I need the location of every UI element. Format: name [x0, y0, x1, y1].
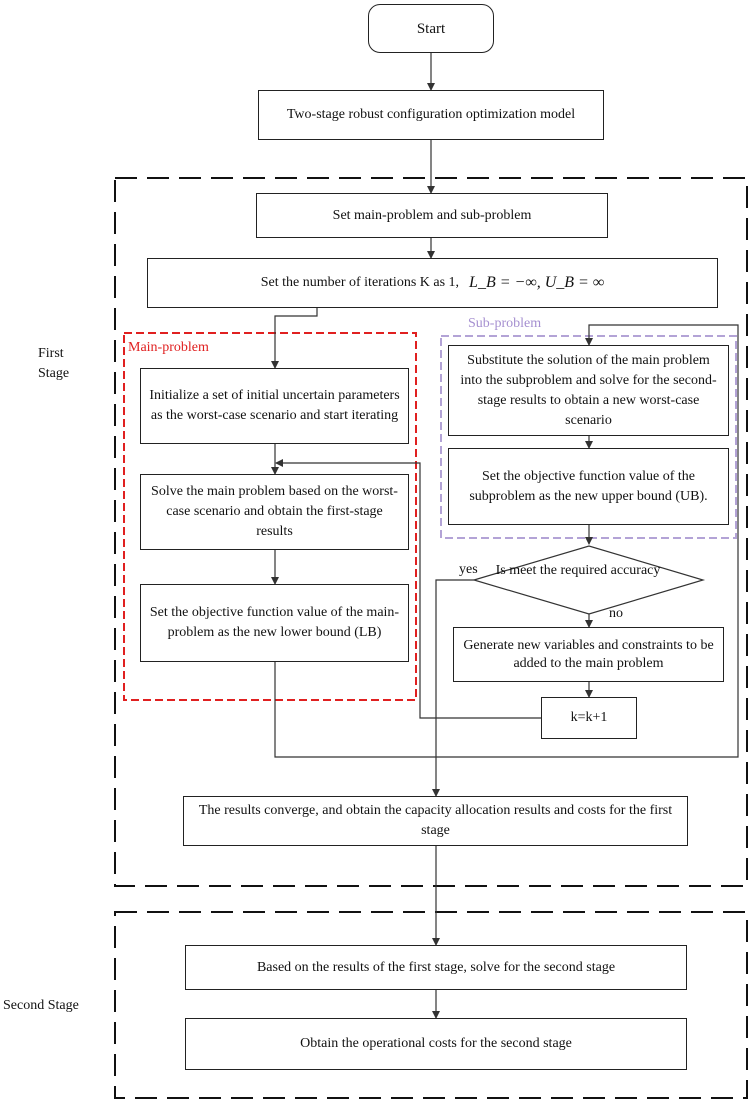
- start-node: Start: [368, 4, 494, 53]
- set-main-sub-node: Set main-problem and sub-problem: [256, 193, 608, 238]
- sub-problem-group-label: Sub-problem: [468, 316, 542, 331]
- first-stage-frame: [114, 177, 748, 887]
- bounds-math: L_B = −∞, U_B = ∞: [469, 274, 605, 291]
- decision-node: Is meet the required accuracy: [495, 563, 661, 578]
- upper-bound-node: Set the objective function value of the …: [448, 448, 729, 525]
- main-problem-group-frame: [123, 332, 417, 701]
- first-stage-label-text: First Stage: [38, 346, 70, 381]
- lower-bound-node: Set the objective function value of the …: [140, 584, 409, 662]
- edge-decision-yes: [432, 579, 474, 797]
- converge-node: The results converge, and obtain the cap…: [183, 796, 688, 846]
- second-stage-label-text: Second Stage: [3, 998, 79, 1013]
- increment-node: k=k+1: [541, 697, 637, 739]
- solve-main-node: Solve the main problem based on the wors…: [140, 474, 409, 550]
- main-problem-group-label: Main-problem: [128, 340, 209, 355]
- second-solve-node: Based on the results of the first stage,…: [185, 945, 687, 990]
- initialize-node: Initialize a set of initial uncertain pa…: [140, 368, 409, 444]
- decision-diamond-shape: [471, 545, 706, 615]
- edge-increment-to-solve: [275, 459, 541, 719]
- yes-label: yes: [459, 562, 478, 577]
- generate-node: Generate new variables and constraints t…: [453, 627, 724, 682]
- second-stage-label: Second Stage: [3, 996, 113, 1016]
- first-stage-label: First Stage: [38, 344, 98, 384]
- model-node: Two-stage robust configuration optimizat…: [258, 90, 604, 140]
- no-label: no: [609, 606, 623, 621]
- set-iterations-node: Set the number of iterations K as 1, L_B…: [147, 258, 718, 308]
- edge-lower-to-sub: [274, 324, 739, 758]
- substitute-node: Substitute the solution of the main prob…: [448, 345, 729, 436]
- second-costs-node: Obtain the operational costs for the sec…: [185, 1018, 687, 1070]
- set-iterations-text: Set the number of iterations K as 1,: [260, 275, 460, 290]
- second-stage-frame: [114, 911, 748, 1099]
- edge-setiter-init: [271, 308, 318, 369]
